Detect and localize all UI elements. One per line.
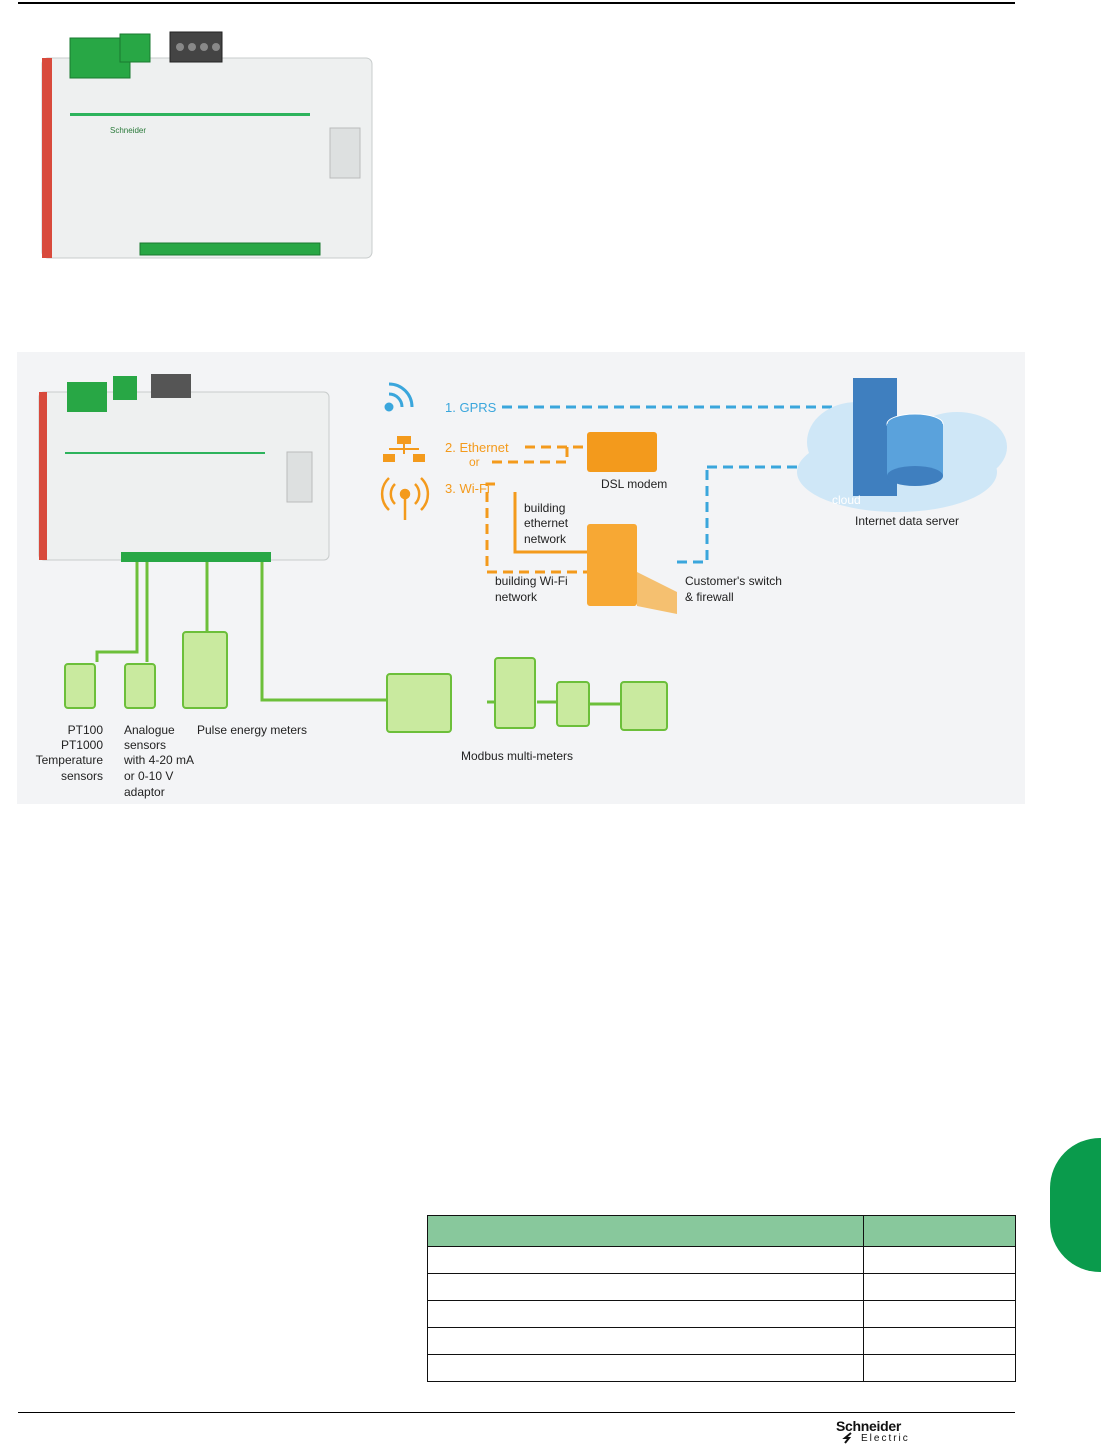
label-pt-1: PT100: [68, 723, 104, 737]
pulse-meter-icon: [182, 631, 228, 709]
controller-device: [38, 374, 330, 562]
label-analogue-4: or 0-10 V: [124, 769, 173, 783]
modbus-meter-4-icon: [620, 681, 668, 731]
label-analogue-1: Analogue: [124, 723, 175, 737]
table-row: [426, 1354, 1016, 1382]
table-header-cell: [426, 1215, 865, 1247]
wifi-icon: [380, 477, 430, 520]
label-building-wifi-1: building Wi-Fi: [495, 574, 568, 588]
table-row: [426, 1246, 1016, 1274]
table-header-row: [426, 1215, 1016, 1247]
label-building-ethernet-3: network: [524, 532, 567, 546]
label-wifi: 3. Wi-Fi: [445, 481, 490, 496]
label-gprs: 1. GPRS: [445, 400, 497, 415]
table-row: [426, 1300, 1016, 1328]
label-building-wifi-2: network: [495, 590, 538, 604]
ethernet-icon: [383, 436, 425, 462]
logo-brand-text: Schneider: [836, 1418, 901, 1434]
analogue-sensor-icon: [124, 663, 156, 709]
label-cloud: cloud: [832, 493, 861, 507]
footer-rule: [18, 1412, 1015, 1413]
label-pt-4: sensors: [61, 769, 103, 783]
table-row: [426, 1327, 1016, 1355]
label-building-ethernet-2: ethernet: [524, 516, 569, 530]
server-icon: [853, 378, 944, 496]
label-analogue-2: sensors: [124, 738, 166, 752]
label-building-ethernet-1: building: [524, 501, 565, 515]
section-tab-marker: [1050, 1138, 1101, 1272]
modbus-meter-2-icon: [494, 657, 536, 729]
logo-sub-text: Electric: [861, 1433, 910, 1444]
label-analogue-5: adaptor: [124, 785, 165, 799]
label-switch-1: Customer's switch: [685, 574, 782, 588]
label-internet-server: Internet data server: [855, 514, 959, 528]
brand-logo: Schneider Electric: [836, 1418, 926, 1446]
table-row: [426, 1273, 1016, 1301]
gprs-icon: [384, 382, 414, 412]
product-photo: Schneider: [41, 31, 373, 259]
label-analogue-3: with 4-20 mA: [123, 753, 194, 767]
label-ethernet: 2. Ethernet: [445, 440, 509, 455]
temperature-sensor-icon: [64, 663, 96, 709]
dsl-modem-icon: [587, 432, 657, 472]
label-dsl-modem: DSL modem: [601, 477, 667, 491]
label-pt-2: PT1000: [61, 738, 103, 752]
spec-table: [426, 1215, 1016, 1382]
svg-text:Schneider: Schneider: [110, 126, 146, 135]
modbus-meter-3-icon: [556, 681, 590, 727]
table-header-cell: [863, 1215, 1016, 1247]
label-modbus-meters: Modbus multi-meters: [461, 749, 573, 763]
system-architecture-diagram: 1. GPRS 2. Ethernet or 3. Wi-Fi DSL mode…: [17, 352, 1025, 804]
label-pulse-meters: Pulse energy meters: [197, 723, 307, 737]
label-switch-2: & firewall: [685, 590, 734, 604]
header-rule: [18, 2, 1015, 4]
label-or: or: [469, 455, 480, 469]
switch-firewall-icon: [587, 524, 677, 614]
logo-mark-icon: [842, 1432, 852, 1444]
modbus-meter-1-icon: [386, 673, 452, 733]
label-pt-3: Temperature: [36, 753, 104, 767]
